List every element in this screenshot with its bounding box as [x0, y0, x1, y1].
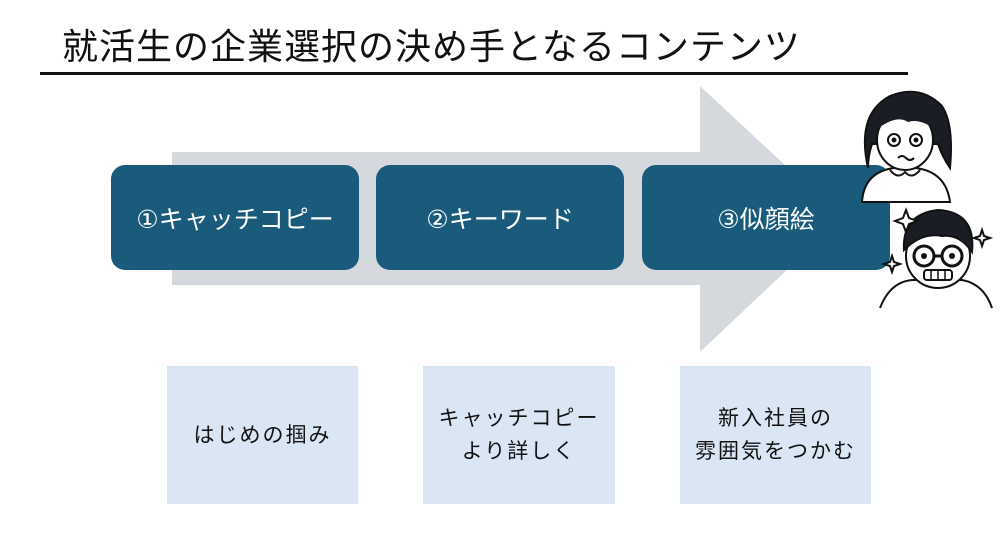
description-portrait: 新入社員の 雰囲気をつかむ [680, 366, 871, 504]
step-label: ③似顔絵 [717, 204, 815, 234]
student-girl-illustration [860, 90, 952, 203]
title-underline [40, 72, 908, 75]
step-portrait: ③似顔絵 [642, 165, 890, 270]
student-boy-illustration [879, 207, 994, 309]
step-catchcopy: ①キャッチコピー [111, 165, 359, 270]
description-line: より詳しく [461, 439, 577, 463]
step-label: ①キャッチコピー [136, 204, 334, 234]
description-line: 新入社員の [718, 406, 833, 430]
sparkle-icon [970, 226, 994, 250]
description-line: キャッチコピー [438, 406, 600, 430]
sparkle-icon [892, 207, 920, 235]
description-keyword: キャッチコピー より詳しく [423, 366, 615, 504]
sparkle-icon [880, 252, 904, 276]
page-title: 就活生の企業選択の決め手となるコンテンツ [62, 27, 801, 68]
description-catchcopy: はじめの掴み [167, 366, 358, 504]
description-line: はじめの掴み [193, 422, 332, 447]
step-keyword: ②キーワード [376, 165, 624, 270]
description-line: 雰囲気をつかむ [695, 439, 856, 463]
step-label: ②キーワード [426, 204, 574, 234]
